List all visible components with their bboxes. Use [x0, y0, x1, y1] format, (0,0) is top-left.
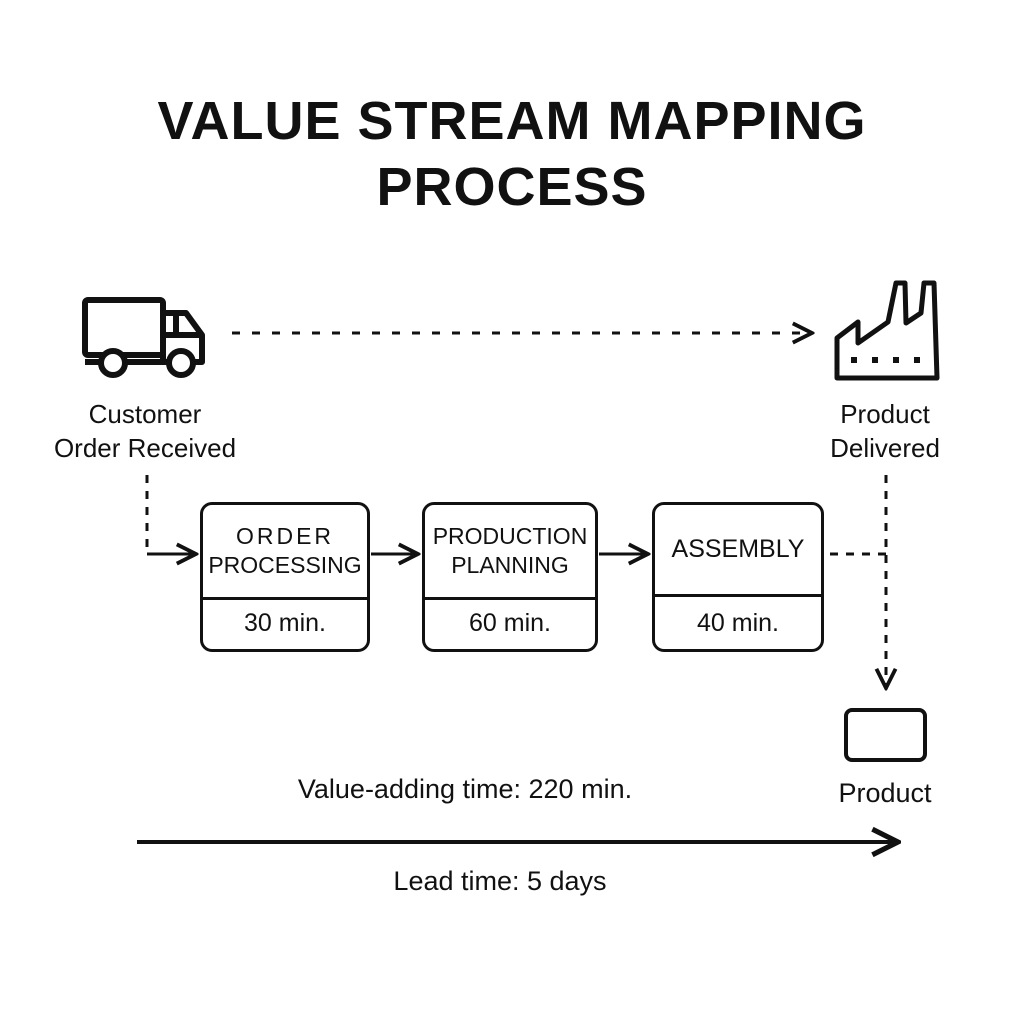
end-label-line2: Delivered [830, 433, 940, 463]
process-name-line1: ASSEMBLY [671, 535, 805, 563]
diagram-title-line1: VALUE STREAM MAPPING [157, 91, 867, 151]
start-label: Customer Order Received [40, 397, 250, 465]
process-name: ASSEMBLY [655, 505, 821, 597]
end-label-line1: Product [840, 399, 930, 429]
process-name-line2: PLANNING [451, 552, 569, 578]
truck-icon [82, 297, 205, 378]
process-name: ORDER PROCESSING [203, 505, 367, 600]
value-adding-time: Value-adding time: 220 min. [297, 774, 633, 804]
process-time: 60 min. [469, 608, 551, 637]
process-box-order-processing[interactable]: ORDER PROCESSING 30 min. [200, 502, 370, 652]
process-box-production-planning[interactable]: PRODUCTION PLANNING 60 min. [422, 502, 598, 652]
end-label: Product Delivered [800, 397, 970, 465]
start-label-line1: Customer [88, 399, 202, 429]
process-time: 40 min. [697, 608, 779, 637]
product-label: Product [838, 778, 932, 808]
diagram-title-line2: PROCESS [376, 157, 648, 217]
factory-icon [834, 280, 940, 381]
lead-time: Lead time: 5 days [393, 866, 607, 896]
process-name-line2: PROCESSING [208, 552, 362, 578]
process-name-line1: PRODUCTION [432, 523, 588, 549]
process-name-line1: ORDER [235, 523, 335, 549]
process-time: 30 min. [244, 608, 326, 637]
process-box-assembly[interactable]: ASSEMBLY 40 min. [652, 502, 824, 652]
product-box-icon [844, 708, 927, 762]
start-label-line2: Order Received [53, 433, 237, 463]
process-name: PRODUCTION PLANNING [425, 505, 595, 600]
